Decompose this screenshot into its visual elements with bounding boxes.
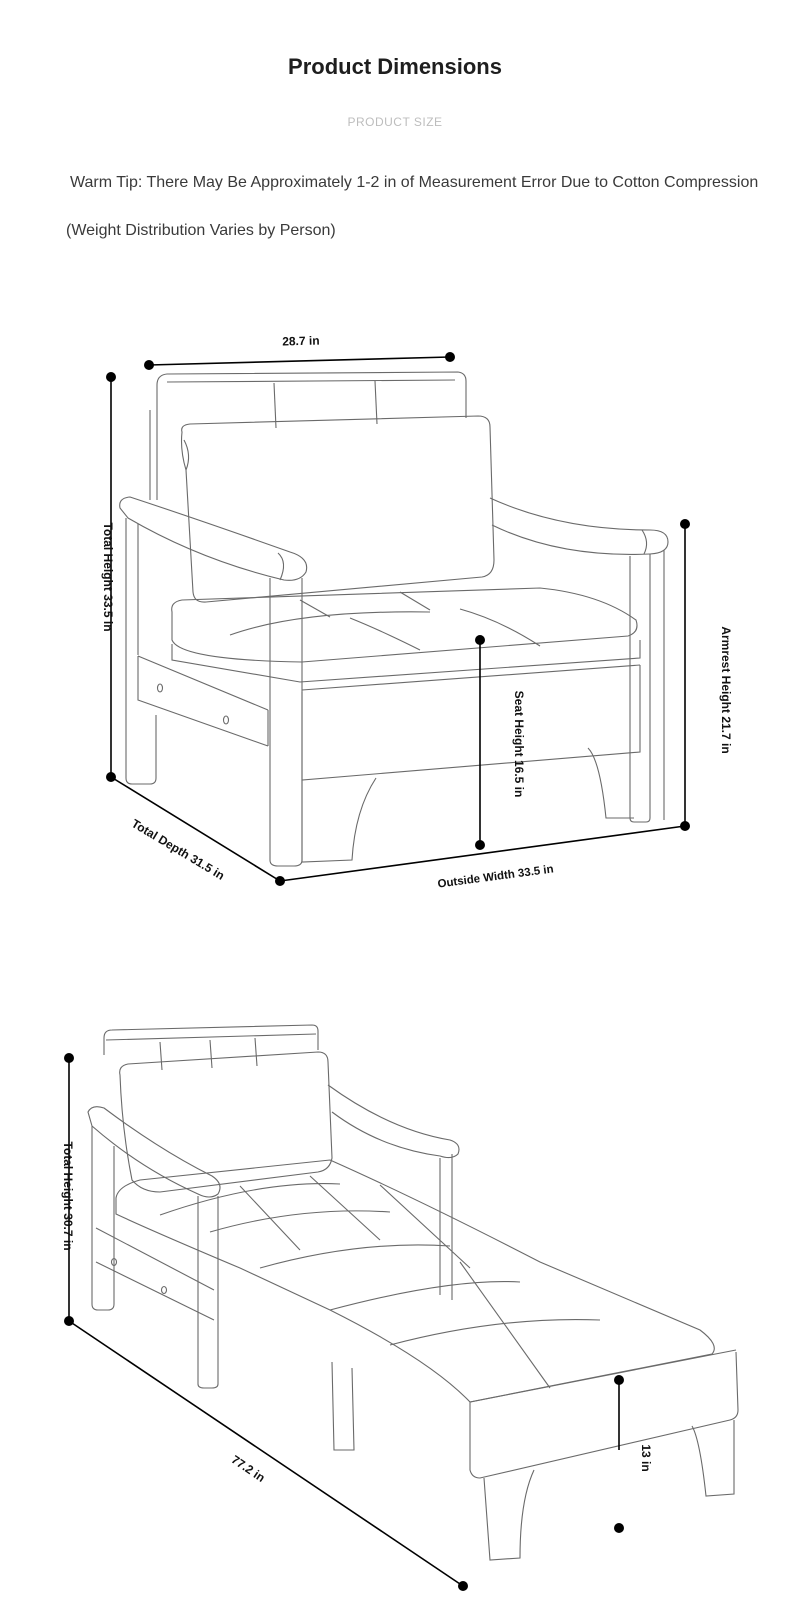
bed-total-height-label: Total Height 30.7 in <box>61 1141 75 1250</box>
chair-armrest-height-label: Armrest Height 21.7 in <box>719 626 733 753</box>
dim-point <box>614 1375 624 1385</box>
dim-point <box>680 519 690 529</box>
bed-length-label: 77.2 in <box>229 1452 268 1484</box>
warm-tip: Warm Tip: There May Be Approximately 1-2… <box>70 174 759 191</box>
dim-point <box>475 635 485 645</box>
bed-illustration <box>87 1024 739 1561</box>
chair-total-height-label: Total Height 33.5 in <box>101 522 115 631</box>
page-subtitle: PRODUCT SIZE <box>347 115 443 129</box>
dim-point <box>458 1581 468 1591</box>
chair-dimension-lines <box>106 352 690 886</box>
dim-point <box>106 372 116 382</box>
chair-outside-width-label: Outside Width 33.5 in <box>437 863 554 890</box>
dim-point <box>614 1523 624 1533</box>
chair-total-depth-label: Total Depth 31.5 in <box>129 816 227 882</box>
dim-point <box>445 352 455 362</box>
chair-illustration <box>119 371 669 867</box>
bed-dimension-lines <box>64 1053 624 1591</box>
dim-point <box>64 1053 74 1063</box>
dim-point <box>475 840 485 850</box>
chair-seat-height-label: Seat Height 16.5 in <box>512 691 526 798</box>
weight-note: (Weight Distribution Varies by Person) <box>66 222 336 239</box>
page-title: Product Dimensions <box>288 54 502 79</box>
bed-height-label: 13 in <box>639 1444 653 1471</box>
dim-point <box>144 360 154 370</box>
chair-top-width-label: 28.7 in <box>282 334 320 349</box>
